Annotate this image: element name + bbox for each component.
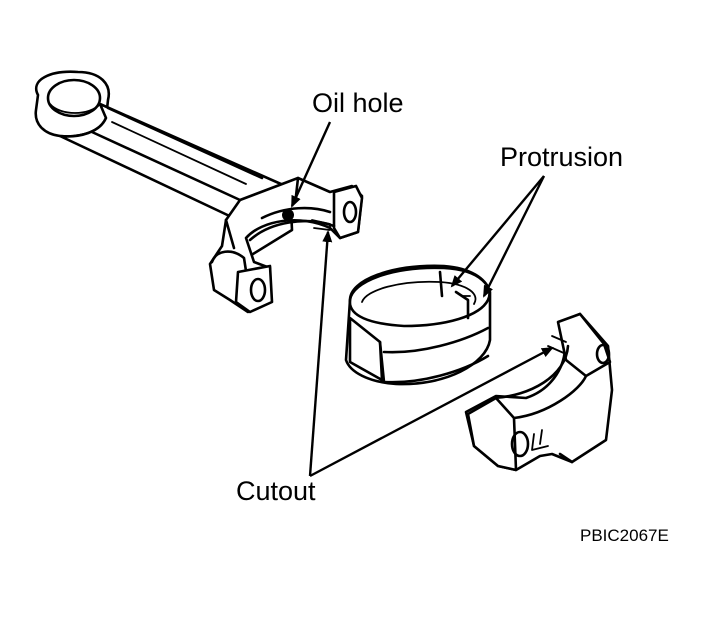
arrow-cutout-rod (308, 230, 333, 477)
leader-arrows (290, 121, 554, 478)
arrow-protrusion-2 (482, 175, 546, 298)
figure-code: PBIC2067E (580, 526, 669, 545)
connecting-rod (34, 70, 364, 314)
bearing-shell (344, 264, 492, 386)
bearing-cap (464, 312, 614, 472)
arrow-oil-hole (290, 121, 332, 208)
arrow-cutout-cap (309, 346, 554, 478)
oil-hole-label: Oil hole (312, 88, 404, 118)
cutout-label: Cutout (236, 476, 316, 506)
protrusion-label: Protrusion (500, 142, 624, 172)
arrow-protrusion-1 (450, 175, 545, 288)
